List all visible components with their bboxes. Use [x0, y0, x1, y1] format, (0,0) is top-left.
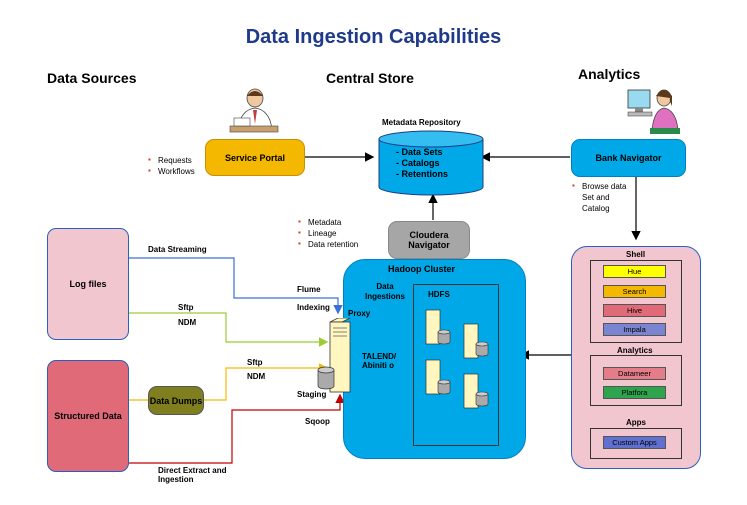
flume-label: Flume — [297, 285, 321, 294]
data-streaming-label: Data Streaming — [148, 245, 207, 254]
bullet-item: Requests — [148, 154, 195, 166]
header-central-store: Central Store — [326, 70, 414, 86]
sqoop-label: Sqoop — [305, 417, 330, 426]
cloudera-navigator-box[interactable]: Cloudera Navigator — [388, 221, 470, 259]
talend-label: TALEND/ Abiniti o — [362, 352, 397, 370]
hive-button[interactable]: Hive — [603, 304, 666, 317]
metadata-repository-database-icon — [378, 130, 484, 196]
bullet-item: Data retention — [298, 238, 358, 250]
diagram-title: Data Ingestion Capabilities — [245, 26, 502, 48]
bullet-item: Browse data Set and Catalog — [572, 180, 634, 214]
hdfs-servers-icon — [425, 309, 489, 409]
cloudera-bullets: Metadata Lineage Data retention — [298, 216, 358, 250]
bank-navigator-box[interactable]: Bank Navigator — [571, 139, 686, 177]
direct-extract-label: Direct Extract and Ingestion — [158, 466, 227, 484]
bullet-item: Lineage — [298, 227, 358, 239]
proxy-label: Proxy — [348, 309, 371, 318]
datameer-button[interactable]: Datameer — [603, 367, 666, 380]
bullet-item: Metadata — [298, 216, 358, 228]
sftp-label: Sftp — [247, 358, 263, 367]
metadata-items: - Data Sets - Catalogs - Retentions — [396, 147, 448, 180]
platfora-button[interactable]: Platfora — [603, 386, 666, 399]
staging-label: Staging — [297, 390, 327, 399]
business-person-icon — [229, 88, 279, 133]
apps-label: Apps — [626, 418, 646, 427]
metadata-item: - Data Sets — [396, 147, 443, 157]
custom-apps-button[interactable]: Custom Apps — [603, 436, 666, 449]
metadata-repository-label: Metadata Repository — [382, 118, 461, 127]
server-icon — [463, 373, 489, 409]
proxy-server-icon — [317, 318, 351, 393]
search-button[interactable]: Search — [603, 285, 666, 298]
hdfs-label: HDFS — [428, 290, 450, 299]
hue-button[interactable]: Hue — [603, 265, 666, 278]
data-ingestions-label: Data Ingestions — [364, 282, 405, 301]
bank-navigator-bullets: Browse data Set and Catalog — [572, 180, 634, 214]
impala-button[interactable]: Impala — [603, 323, 666, 336]
bullet-item: Workflows — [148, 165, 195, 177]
sftp-label: Sftp — [178, 303, 194, 312]
log-files-box[interactable]: Log files — [47, 228, 129, 340]
header-analytics: Analytics — [578, 66, 641, 82]
indexing-label: Indexing — [297, 303, 330, 312]
ndm-label: NDM — [178, 318, 197, 327]
structured-data-box[interactable]: Structured Data — [47, 360, 129, 472]
metadata-item: - Catalogs — [396, 158, 440, 168]
server-icon — [463, 323, 489, 359]
ndm-label: NDM — [247, 372, 266, 381]
metadata-item: - Retentions — [396, 169, 449, 179]
data-dumps-box[interactable]: Data Dumps — [148, 386, 204, 415]
service-portal-box[interactable]: Service Portal — [205, 139, 305, 176]
service-portal-bullets: Requests Workflows — [148, 154, 195, 177]
computer-user-icon — [627, 89, 680, 134]
hadoop-cluster-label: Hadoop Cluster — [388, 264, 456, 274]
shell-label: Shell — [626, 250, 646, 259]
server-icon — [425, 309, 451, 345]
server-icon — [425, 359, 451, 395]
analytics-label: Analytics — [617, 346, 653, 355]
header-data-sources: Data Sources — [47, 70, 137, 86]
